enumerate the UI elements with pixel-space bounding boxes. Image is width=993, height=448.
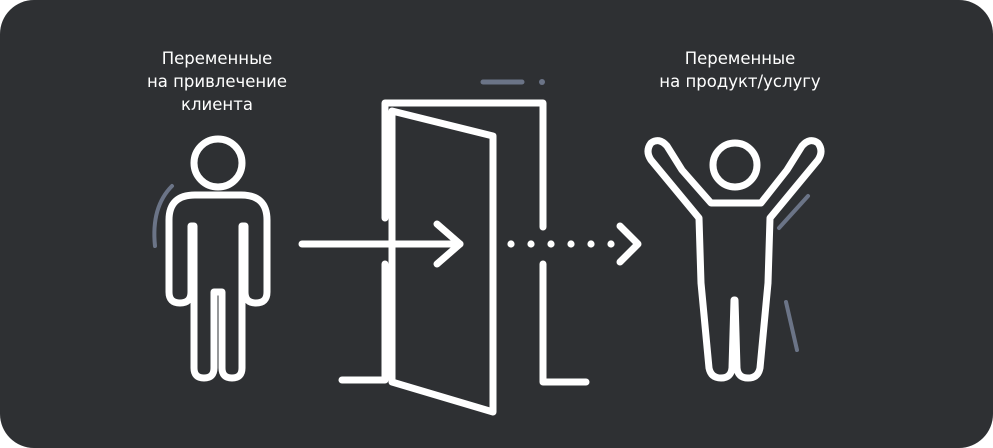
motion-accent-left (152, 184, 174, 248)
right-label: Переменные на продукт/услугу (620, 47, 860, 93)
solid-arrow-icon (298, 220, 464, 268)
standing-person-icon (165, 135, 271, 382)
left-label-line-2: на привлечение (146, 72, 288, 91)
right-label-line-2: на продукт/услугу (659, 72, 821, 91)
left-label: Переменные на привлечение клиента (117, 47, 317, 116)
dotted-arrow-icon (507, 222, 642, 266)
motion-accent-right-top (777, 194, 810, 230)
motion-accent-right-bottom (784, 300, 799, 352)
right-label-line-1: Переменные (684, 49, 796, 68)
open-door-icon (338, 99, 590, 416)
cheering-person-icon (644, 137, 825, 382)
left-label-line-1: Переменные (161, 49, 273, 68)
door-top-accent-dot (539, 79, 545, 85)
left-label-line-3: клиента (181, 95, 253, 114)
